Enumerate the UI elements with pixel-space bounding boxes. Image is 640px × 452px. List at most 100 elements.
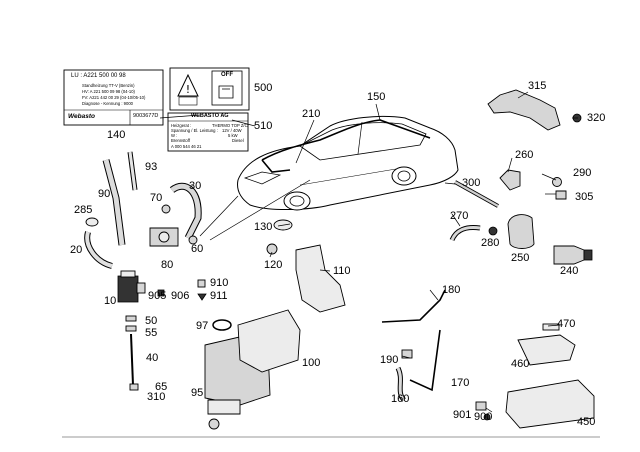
callout-906: 906 — [171, 290, 190, 302]
callout-310: 310 — [147, 391, 166, 403]
callout-280: 280 — [481, 237, 500, 249]
clamp-280 — [488, 226, 498, 236]
exhaust-pipe-90 — [103, 159, 125, 246]
clamp-60 — [188, 235, 198, 245]
sticker-code: 9003677D — [133, 113, 159, 119]
connector-901 — [483, 413, 491, 421]
type-plate-r4r: Diesel — [232, 138, 244, 143]
connector-911 — [197, 293, 207, 301]
type-plate-r2r: 12V / 40W — [222, 128, 242, 133]
callout-100: 100 — [302, 357, 321, 369]
callout-470: 470 — [557, 318, 576, 330]
callout-160: 160 — [391, 393, 410, 405]
sticker-line-2: Standheizung TT-V (Benzin) — [82, 83, 135, 88]
bracket-250 — [507, 214, 535, 249]
nut-120 — [266, 243, 278, 255]
callout-285: 285 — [74, 204, 93, 216]
fuel-line-40 — [130, 333, 134, 386]
type-plate-r4l: Brennstoff — [171, 138, 191, 143]
callout-93: 93 — [145, 161, 158, 173]
callout-450: 450 — [577, 416, 596, 428]
hose-20 — [85, 231, 113, 268]
callout-901: 901 — [453, 409, 472, 421]
callout-120: 120 — [264, 259, 283, 271]
callout-40: 40 — [146, 352, 159, 364]
hose-30 — [170, 183, 201, 240]
rod-300 — [454, 180, 499, 208]
connector-910 — [197, 279, 206, 288]
car-illustration — [237, 115, 459, 211]
fuel-pipe-170 — [381, 289, 446, 392]
callout-70: 70 — [150, 192, 163, 204]
clip-260 — [499, 169, 521, 191]
callout-305: 305 — [575, 191, 594, 203]
callout-315: 315 — [528, 80, 547, 92]
callout-290: 290 — [573, 167, 592, 179]
type-plate — [167, 112, 249, 152]
callout-510: 510 — [254, 120, 273, 132]
clip-305 — [555, 190, 567, 200]
off-text: OFF — [221, 72, 233, 78]
dosing-pump-10 — [117, 275, 139, 303]
callout-65: 65 — [155, 381, 168, 393]
clamp-285 — [85, 217, 99, 227]
bracket-110 — [295, 244, 346, 313]
connector-95b — [208, 418, 220, 430]
type-plate-r3l: W : — [171, 133, 178, 138]
callout-97: 97 — [196, 320, 209, 332]
callout-130: 130 — [254, 221, 273, 233]
callout-240: 240 — [560, 265, 579, 277]
pump-240 — [553, 245, 585, 265]
callout-10: 10 — [104, 295, 117, 307]
type-plate-partno: A 000 544 46 21 — [171, 144, 202, 149]
callout-55: 55 — [145, 327, 158, 339]
type-plate-r1l: Heizgerat : — [171, 123, 192, 128]
callout-95: 95 — [191, 387, 204, 399]
callout-250: 250 — [511, 252, 530, 264]
clip-55 — [125, 325, 137, 332]
control-unit-450 — [505, 379, 595, 429]
callout-80: 80 — [161, 259, 174, 271]
hose-160 — [396, 367, 406, 402]
callout-140: 140 — [107, 129, 126, 141]
callout-30: 30 — [189, 180, 202, 192]
webasto-logo: Webasto — [68, 113, 95, 120]
connector-905 — [136, 282, 146, 294]
callout-50: 50 — [145, 315, 158, 327]
connector-900 — [475, 401, 487, 411]
type-plate-r2l: Spannung / El. Leistung : — [171, 128, 218, 133]
sticker-lu-line: LU : A221 500 00 98 — [71, 73, 126, 79]
book-icon — [178, 96, 198, 106]
clip-65 — [129, 383, 139, 391]
type-plate-r1r: THERMO TOP Z/C — [212, 123, 248, 128]
callout-300: 300 — [462, 177, 481, 189]
hose-270 — [450, 226, 481, 241]
callout-90: 90 — [98, 188, 111, 200]
callout-500: 500 — [254, 82, 273, 94]
clamp-70 — [161, 204, 171, 214]
callout-460: 460 — [511, 358, 530, 370]
heat-shield-100 — [237, 309, 301, 373]
callout-170: 170 — [451, 377, 470, 389]
connector-906 — [157, 289, 165, 297]
type-plate-r3r: 5 kW — [228, 133, 238, 138]
clip-50 — [125, 315, 137, 322]
callout-210: 210 — [302, 108, 321, 120]
sticker-line-5: Diagnose - Kennung : 9000 — [82, 101, 133, 106]
callout-270: 270 — [450, 210, 469, 222]
callout-150: 150 — [367, 91, 386, 103]
callout-320: 320 — [587, 112, 606, 124]
callout-110: 110 — [333, 265, 351, 277]
callout-900: 900 — [474, 411, 493, 423]
callout-911: 911 — [210, 290, 228, 302]
callout-180: 180 — [442, 284, 461, 296]
callout-190: 190 — [380, 354, 399, 366]
callout-20: 20 — [70, 244, 83, 256]
clamp-97 — [212, 319, 232, 331]
callout-905: 905 — [148, 290, 167, 302]
holder-460 — [517, 334, 576, 366]
clip-190 — [401, 349, 413, 359]
sticker-line-4: FV: A221 442 00 29 (04-10/05-10) — [82, 95, 146, 100]
